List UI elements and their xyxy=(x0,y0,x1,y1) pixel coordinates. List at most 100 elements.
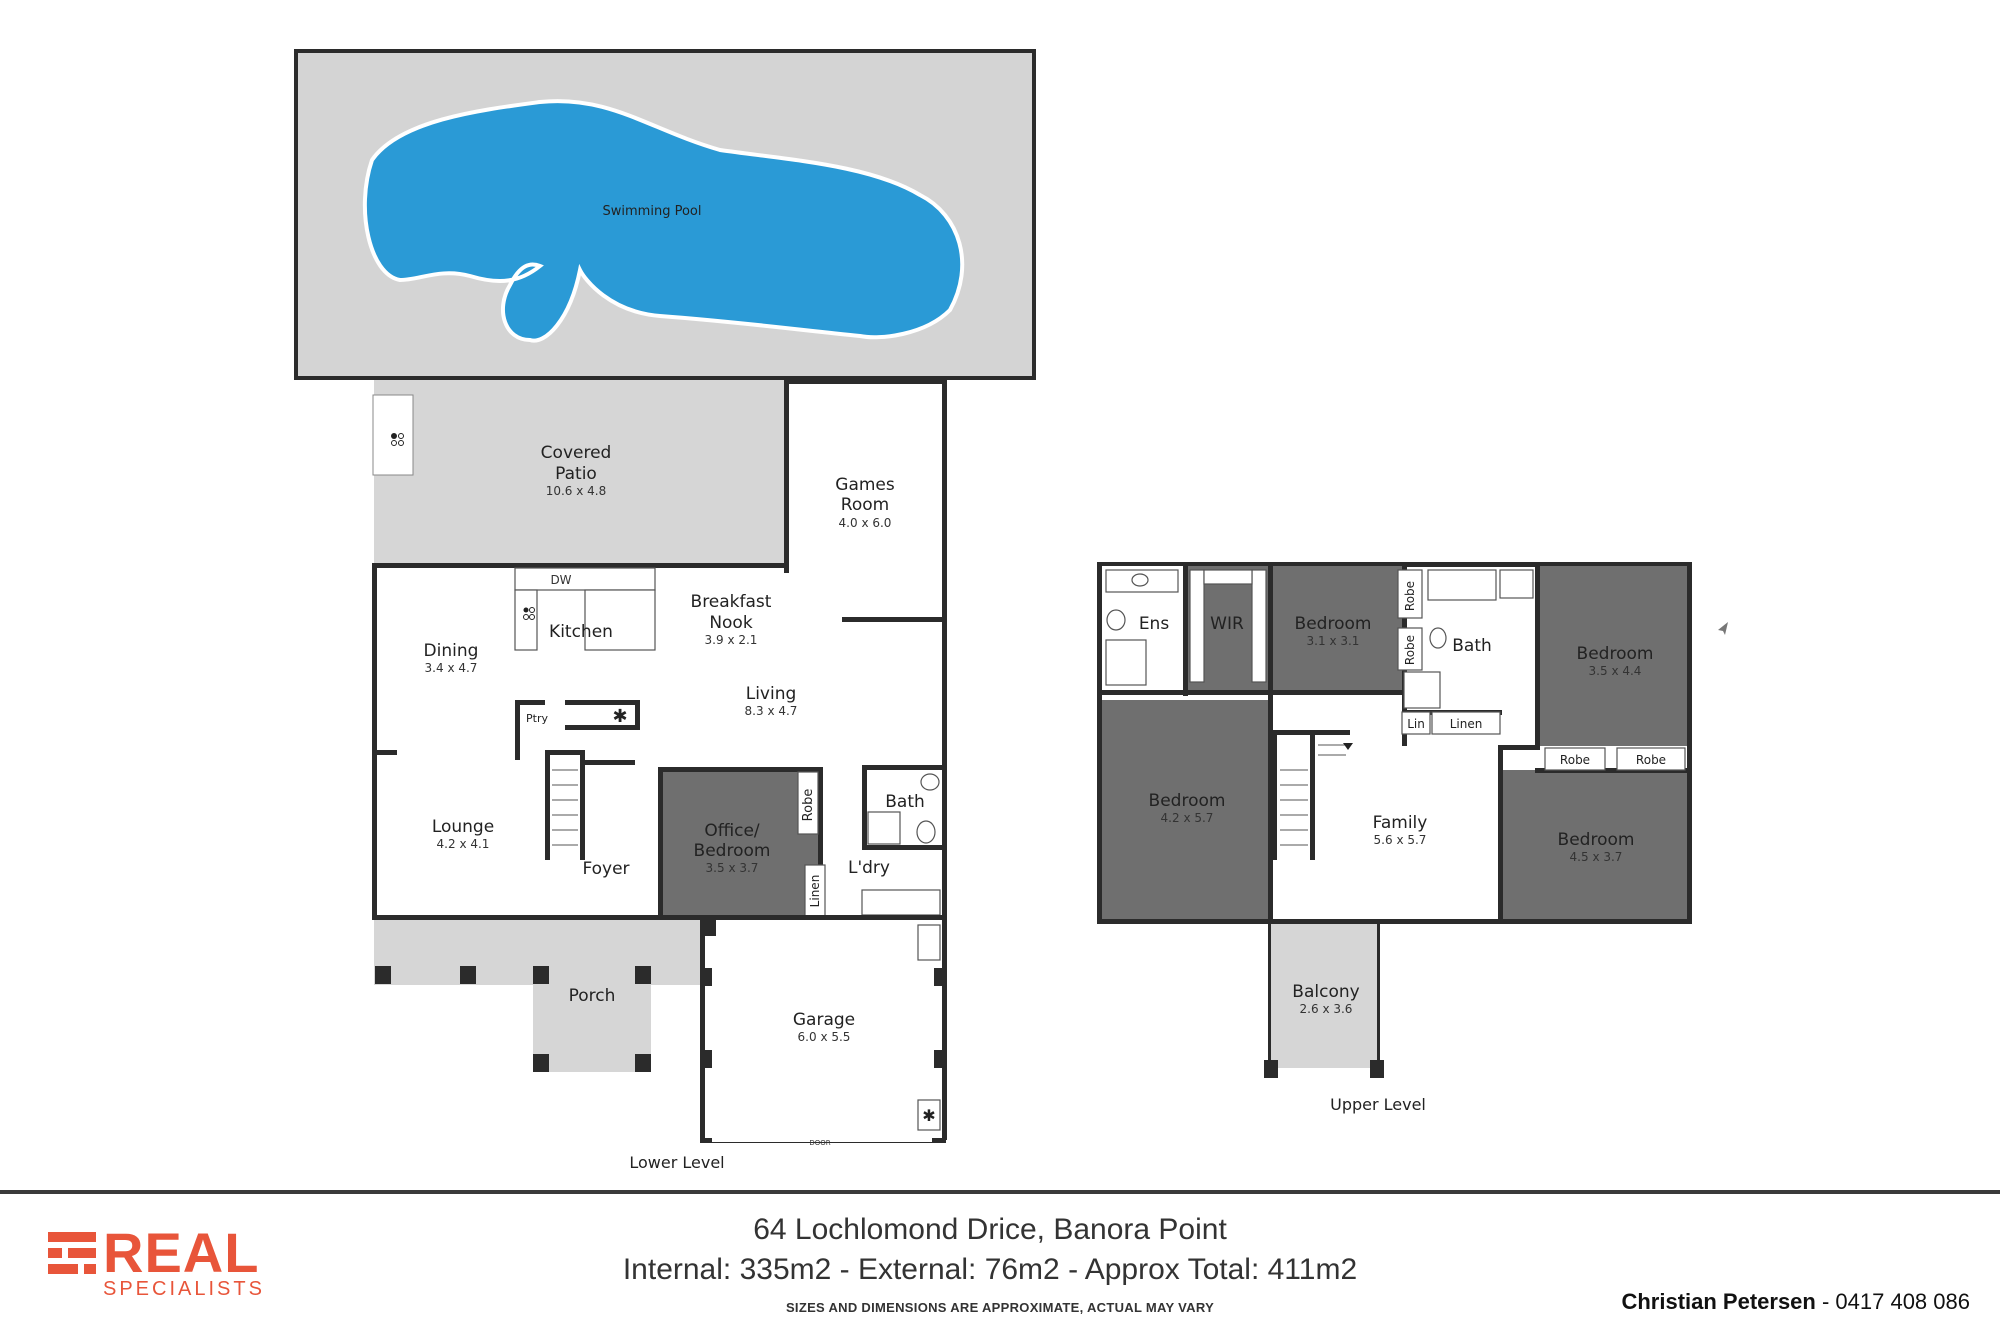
dishwasher-label: DW xyxy=(550,573,571,587)
lower-basin xyxy=(920,773,940,791)
logo-wordmark: REAL xyxy=(103,1221,260,1284)
upper-level: Ens WIR Bedroom 3.1 x 3.1 Robe Robe Bath… xyxy=(1097,562,1728,1114)
ensuite-label: Ens xyxy=(1139,614,1170,634)
bedroom-c-room xyxy=(1502,770,1687,919)
garage-dims: 6.0 x 5.5 xyxy=(798,1030,851,1044)
pantry-label: Ptry xyxy=(526,712,548,725)
bedroom-a-dims: 3.1 x 3.1 xyxy=(1307,634,1360,648)
robe-c-label: Robe xyxy=(1560,753,1590,767)
kitchen-label: Kitchen xyxy=(549,622,613,642)
garage-door-opening xyxy=(712,1136,932,1142)
upper-shower xyxy=(1403,671,1441,709)
agent-name: Christian Petersen xyxy=(1621,1289,1816,1314)
fridge-snowflake-icon: ✱ xyxy=(922,1106,935,1125)
upper-vanity xyxy=(1499,569,1534,599)
property-address: 64 Lochlomond Drice, Banora Point xyxy=(753,1213,1227,1246)
upper-toilet xyxy=(1429,627,1447,649)
office-dims: 3.5 x 3.7 xyxy=(706,861,759,875)
games-label-2: Room xyxy=(841,495,889,515)
dining-label: Dining xyxy=(424,641,479,661)
garage-fridge xyxy=(917,1099,941,1131)
wir-shelf-right xyxy=(1251,569,1267,683)
upper-bathtub xyxy=(1427,569,1497,601)
living-label: Living xyxy=(746,684,797,704)
laundry-bench xyxy=(861,889,941,916)
cooktop-icon xyxy=(523,607,535,620)
living-dims: 8.3 x 4.7 xyxy=(745,704,798,718)
agent-phone: - 0417 408 086 xyxy=(1815,1289,1970,1314)
bedroom-a-room xyxy=(1272,566,1402,690)
covered-patio-area xyxy=(374,380,786,565)
porch-front xyxy=(533,985,651,1072)
family-dims: 5.6 x 5.7 xyxy=(1374,833,1427,847)
balcony-dims: 2.6 x 3.6 xyxy=(1300,1002,1353,1016)
ensuite-shower xyxy=(1105,639,1147,686)
lower-bath-label: Bath xyxy=(885,792,925,812)
kitchen-bench xyxy=(514,567,656,591)
robe-a-label: Robe xyxy=(1403,581,1417,611)
office-bedroom-room xyxy=(660,770,820,915)
staircase-lower xyxy=(545,750,635,860)
office-label-2: Bedroom xyxy=(694,841,771,861)
agent-contact: Christian Petersen - 0417 408 086 xyxy=(1621,1289,1970,1315)
ensuite-basin xyxy=(1131,573,1149,587)
logo-subtitle: SPECIALISTS xyxy=(103,1278,265,1300)
lower-toilet xyxy=(916,820,936,844)
swimming-pool xyxy=(362,99,965,343)
bedroom-main-room xyxy=(1102,700,1272,919)
floor-plan: Swimming Pool Covered Patio 10.6 x 4.8 G… xyxy=(294,49,1728,1172)
porch-label: Porch xyxy=(569,986,616,1006)
lounge-dims: 4.2 x 4.1 xyxy=(437,837,490,851)
breakfast-label-2: Nook xyxy=(709,613,753,633)
disclaimer: SIZES AND DIMENSIONS ARE APPROXIMATE, AC… xyxy=(785,1300,1215,1315)
balcony-label: Balcony xyxy=(1292,982,1359,1002)
upper-bath-label: Bath xyxy=(1452,636,1492,656)
breakfast-dims: 3.9 x 2.1 xyxy=(705,633,758,647)
family-label: Family xyxy=(1373,813,1428,833)
svg-text:✱: ✱ xyxy=(922,1106,935,1125)
balcony-area xyxy=(1270,924,1378,1068)
bedroom-c-dims: 4.5 x 3.7 xyxy=(1570,850,1623,864)
breakfast-label-1: Breakfast xyxy=(691,592,772,612)
upper-level-label: Upper Level xyxy=(1330,1095,1426,1114)
bedroom-main-label: Bedroom xyxy=(1149,791,1226,811)
garage-storage xyxy=(917,924,941,961)
bedroom-main-dims: 4.2 x 5.7 xyxy=(1161,811,1214,825)
lounge-label: Lounge xyxy=(432,817,494,837)
patio-label-2: Patio xyxy=(555,464,597,484)
linen-label: Linen xyxy=(1450,717,1483,731)
laundry-label: L'dry xyxy=(848,858,890,878)
garage-door-label: DOOR xyxy=(809,1139,830,1147)
bedroom-b-label: Bedroom xyxy=(1577,644,1654,664)
stair-arrow-icon xyxy=(1343,743,1353,750)
bedroom-b-dims: 3.5 x 4.4 xyxy=(1589,664,1642,678)
wir-shelf-top xyxy=(1203,569,1253,585)
kitchen-island xyxy=(584,589,656,651)
lower-shower xyxy=(867,811,901,845)
robe-d-label: Robe xyxy=(1636,753,1666,767)
wir-label: WIR xyxy=(1210,614,1244,634)
svg-text:✱: ✱ xyxy=(612,706,627,727)
linen-cupboard xyxy=(1431,711,1501,735)
bedroom-b-room xyxy=(1540,566,1687,746)
brand-logo: REAL SPECIALISTS xyxy=(48,1222,278,1304)
lin-cupboard xyxy=(1401,711,1431,735)
laundry-linen-label: Linen xyxy=(808,875,822,908)
north-arrow-icon xyxy=(1718,622,1728,635)
bedroom-c-label: Bedroom xyxy=(1558,830,1635,850)
robe-c xyxy=(1544,747,1606,771)
dining-dims: 3.4 x 4.7 xyxy=(425,661,478,675)
lin-label: Lin xyxy=(1407,717,1425,731)
office-label-1: Office/ xyxy=(704,821,760,841)
logo-mark-icon xyxy=(48,1232,96,1274)
office-robe xyxy=(797,771,819,835)
ensuite-toilet xyxy=(1106,609,1126,631)
robe-b xyxy=(1397,627,1423,671)
cooktop-icon xyxy=(391,433,404,446)
fridge-snowflake-icon: ✱ xyxy=(612,706,627,727)
pool-label: Swimming Pool xyxy=(603,204,702,219)
wir-shelf-left xyxy=(1189,569,1205,683)
patio-dims: 10.6 x 4.8 xyxy=(546,484,607,498)
office-robe-label: Robe xyxy=(801,789,816,822)
games-dims: 4.0 x 6.0 xyxy=(839,516,892,530)
